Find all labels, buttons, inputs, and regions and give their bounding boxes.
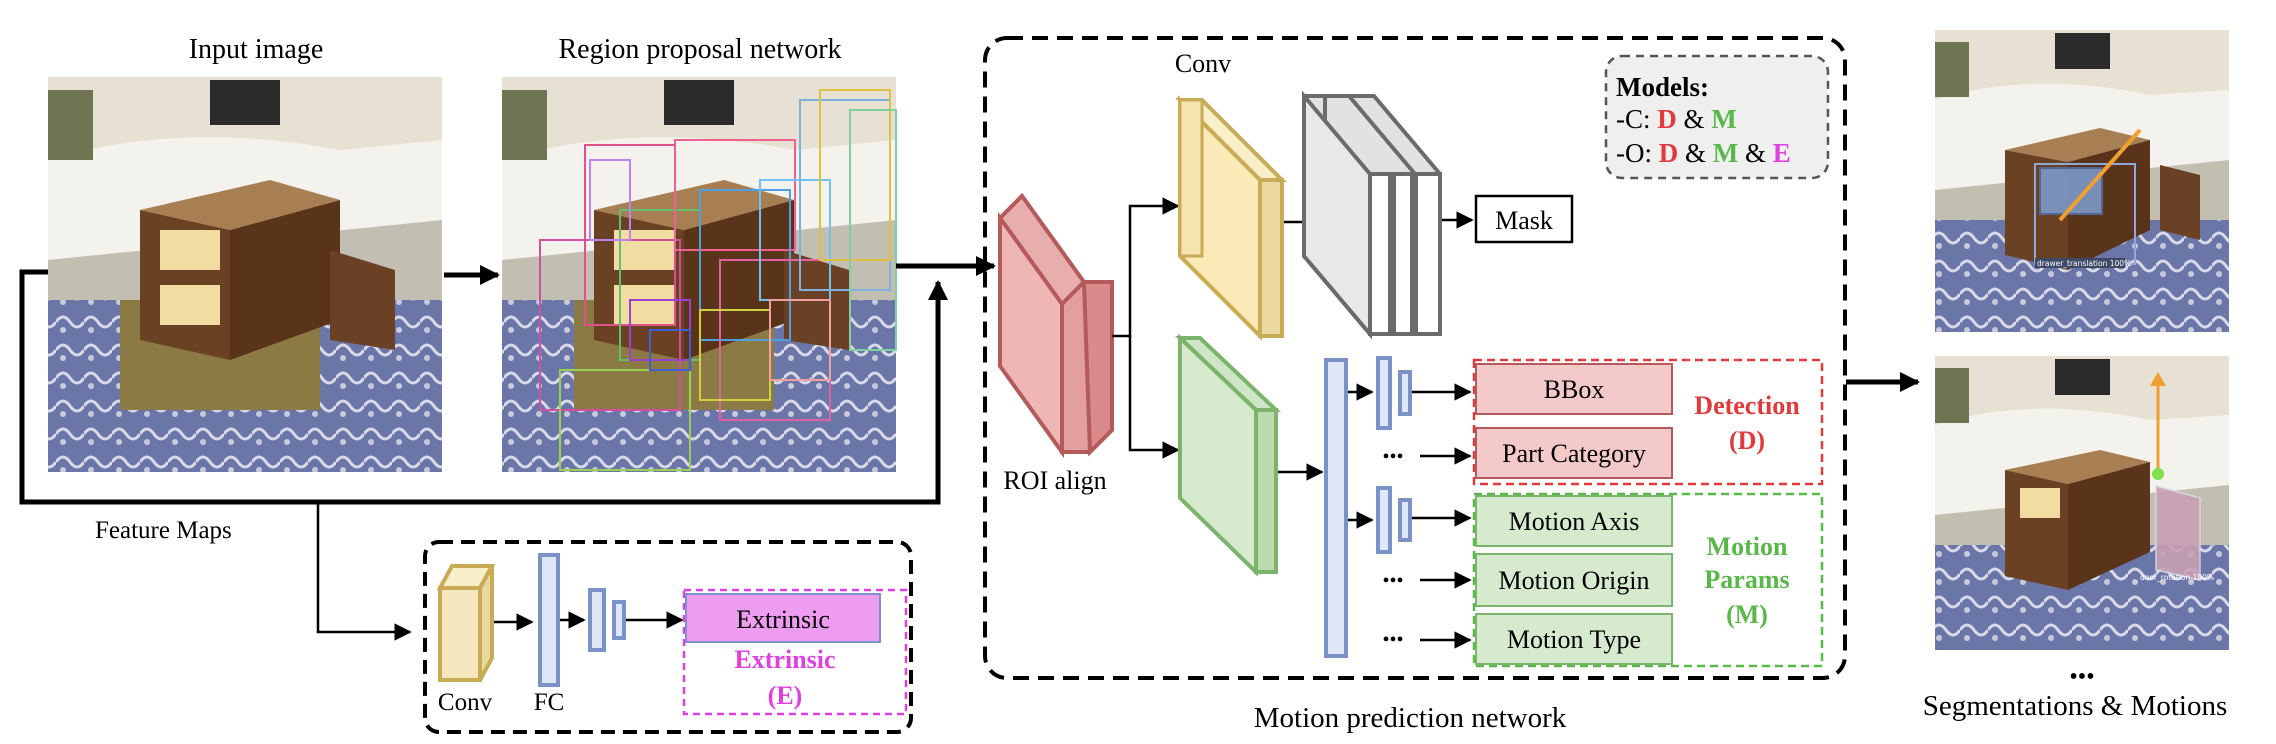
motion-network-title: Motion prediction network bbox=[1254, 702, 1567, 734]
result-label-drawer: drawer_translation 100% bbox=[2037, 259, 2131, 268]
extrinsic-output-box bbox=[685, 593, 881, 643]
arrow-roi-to-green bbox=[1128, 336, 1180, 459]
input-image-title: Input image bbox=[189, 34, 324, 65]
fc-bar bbox=[538, 553, 560, 687]
ellipsis-detection: ••• bbox=[1382, 446, 1403, 468]
rpn-title: Region proposal network bbox=[558, 34, 841, 65]
extrinsic-group-code: (E) bbox=[768, 681, 803, 710]
ellipsis-motion-type: ••• bbox=[1382, 629, 1403, 651]
small-conv-label: Conv bbox=[438, 689, 493, 716]
segmentations-title: Segmentations & Motions bbox=[1923, 690, 2228, 722]
models-legend-title: Models: bbox=[1616, 72, 1709, 102]
conv-block bbox=[1175, 95, 1287, 341]
models-legend-box bbox=[1604, 54, 1830, 180]
feature-maps-connector bbox=[19, 269, 948, 505]
arrow-to-extrinsic-branch bbox=[316, 502, 412, 641]
conv-top-label: Conv bbox=[1175, 49, 1231, 78]
part-category-box bbox=[1475, 427, 1673, 479]
motion-type-label: Motion Type bbox=[1507, 625, 1641, 654]
rpn-image bbox=[502, 77, 897, 472]
roi-align-label: ROI align bbox=[1003, 466, 1106, 495]
motion-type-box bbox=[1475, 613, 1673, 665]
detection-group-name: Detection bbox=[1694, 391, 1800, 420]
results-ellipsis: ••• bbox=[2069, 664, 2094, 690]
motion-axis-label: Motion Axis bbox=[1509, 507, 1640, 536]
bbox-fc-bar-2 bbox=[1398, 370, 1412, 416]
extrinsic-group-name: Extrinsic bbox=[734, 645, 835, 674]
models-legend-line-c: -C: D & M bbox=[1616, 104, 1737, 134]
part-category-label: Part Category bbox=[1502, 439, 1646, 468]
result-image-door bbox=[1935, 356, 2229, 650]
motion-origin-label: Motion Origin bbox=[1499, 566, 1650, 595]
detection-group-frame bbox=[1472, 358, 1824, 486]
motion-params-name-2: Params bbox=[1704, 565, 1789, 594]
fc-bar-3 bbox=[612, 600, 626, 640]
result-label-door: door_rotation 100% bbox=[2140, 573, 2214, 582]
motion-axis-box bbox=[1475, 495, 1673, 547]
arrow-roi-to-conv bbox=[1112, 197, 1180, 338]
small-conv-block bbox=[436, 564, 496, 682]
mask-box bbox=[1474, 194, 1574, 244]
fc-bar-2 bbox=[588, 588, 606, 652]
motion-fc-bar-2 bbox=[1398, 498, 1412, 542]
motion-params-code: (M) bbox=[1726, 600, 1768, 629]
green-conv-block bbox=[1174, 333, 1282, 577]
feature-maps-label: Feature Maps bbox=[95, 517, 232, 544]
head-fc-bar bbox=[1324, 358, 1348, 658]
ellipsis-motion-origin: ••• bbox=[1382, 570, 1403, 592]
result-image-drawer bbox=[1935, 30, 2229, 332]
bbox-box bbox=[1475, 363, 1673, 415]
motion-params-name-1: Motion bbox=[1707, 532, 1788, 561]
motion-fc-bar-1 bbox=[1376, 486, 1392, 554]
motion-origin-box bbox=[1475, 553, 1673, 607]
detection-group-code: (D) bbox=[1729, 426, 1765, 455]
mask-label: Mask bbox=[1495, 206, 1553, 235]
models-legend-line-o: -O: D & M & E bbox=[1616, 138, 1791, 168]
motion-network-frame bbox=[983, 36, 1847, 680]
mask-feature-layers bbox=[1302, 90, 1442, 340]
fc-label: FC bbox=[534, 689, 565, 716]
roi-align-block bbox=[997, 192, 1114, 459]
extrinsic-output-label: Extrinsic bbox=[736, 605, 830, 634]
extrinsic-group-frame bbox=[682, 588, 908, 716]
bbox-fc-bar-1 bbox=[1376, 356, 1392, 430]
motion-params-group-frame bbox=[1472, 492, 1824, 668]
extrinsic-branch-frame bbox=[423, 540, 913, 734]
bbox-label: BBox bbox=[1544, 375, 1605, 404]
input-image bbox=[48, 77, 442, 472]
